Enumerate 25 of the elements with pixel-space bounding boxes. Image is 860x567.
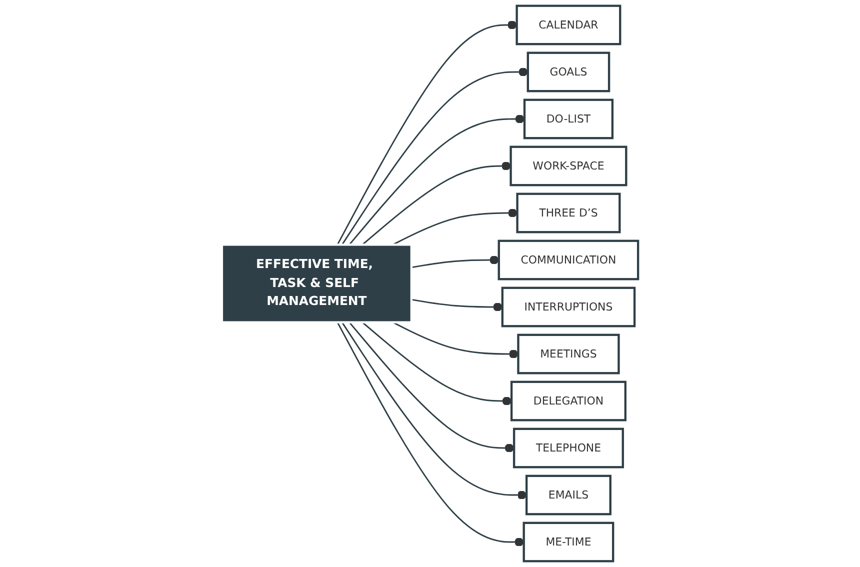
node-box: TELEPHONE xyxy=(512,428,624,468)
connector xyxy=(362,322,512,406)
connector xyxy=(392,322,518,358)
node-box: THREE D’S xyxy=(516,192,621,234)
node-box: CALENDAR xyxy=(516,4,622,46)
connector xyxy=(341,322,527,500)
connector xyxy=(411,256,499,268)
node-box: INTERRUPTIONS xyxy=(501,286,636,328)
node-box: MEETINGS xyxy=(517,334,620,374)
connector xyxy=(341,68,528,246)
connector xyxy=(392,208,518,246)
connector xyxy=(411,298,502,312)
node-box: DO-LIST xyxy=(523,98,614,140)
node-box: GOALS xyxy=(526,52,610,92)
node-box: WORK-SPACE xyxy=(510,146,628,186)
node-box: DELEGATION xyxy=(510,380,626,422)
connector xyxy=(348,322,514,452)
node-box: EFFECTIVE TIME, TASK & SELF MANAGEMENT xyxy=(220,244,413,324)
connector xyxy=(336,322,524,546)
connector xyxy=(362,162,511,246)
connector xyxy=(336,20,517,246)
connector xyxy=(348,114,524,246)
node-box: ME-TIME xyxy=(522,522,614,562)
node-box: EMAILS xyxy=(525,474,612,516)
node-box: COMMUNICATION xyxy=(498,240,640,280)
